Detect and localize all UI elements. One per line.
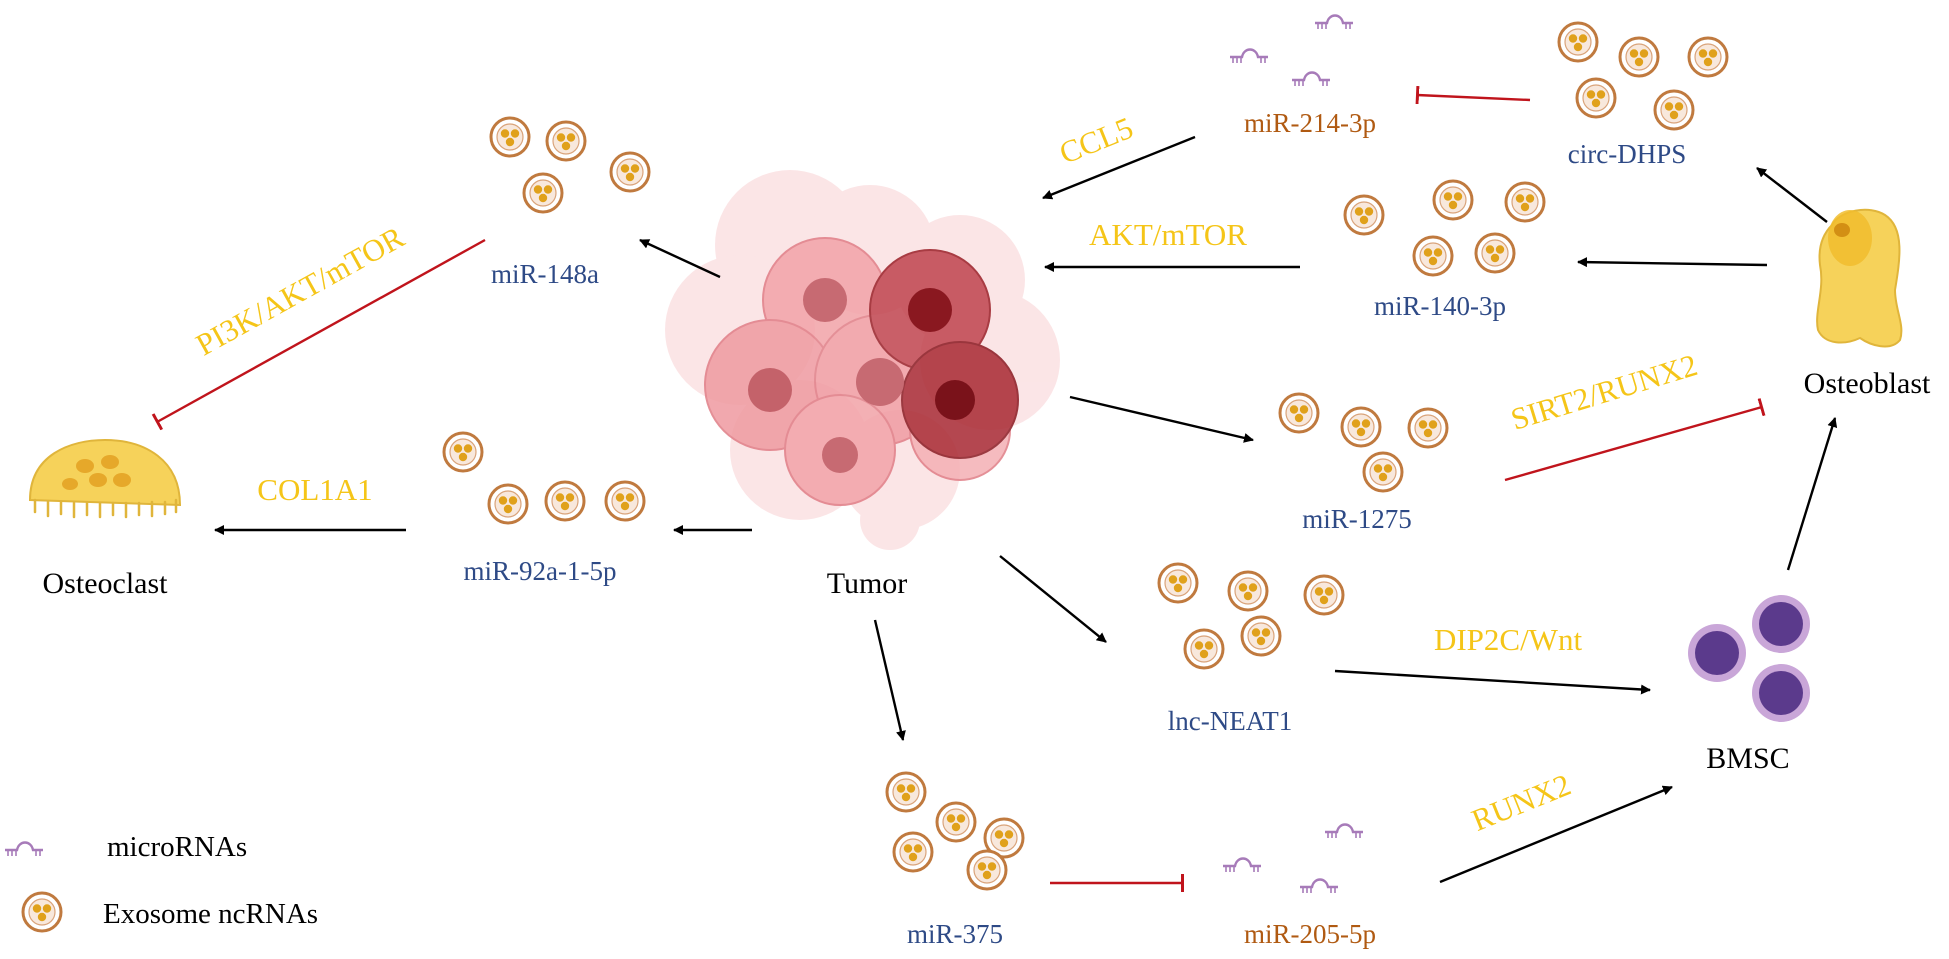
- exosomes-mir-140: [1343, 179, 1546, 277]
- osteoblast-cell: [1816, 208, 1903, 348]
- pathway-ccl5-label: CCL5: [1054, 110, 1137, 171]
- bmsc-label: BMSC: [1706, 742, 1789, 775]
- legend-microrna-icon: [3, 841, 45, 858]
- inhibition-lines: [151, 85, 1766, 892]
- pathway-akt-mtor-label: AKT/mTOR: [1089, 217, 1247, 252]
- mir-375-label: miR-375: [907, 919, 1003, 949]
- pathway-sirt2-label: SIRT2/RUNX2: [1507, 347, 1702, 437]
- tumor-label: Tumor: [827, 567, 908, 600]
- osteoclast-label: Osteoclast: [43, 567, 169, 600]
- mir-214-label: miR-214-3p: [1244, 108, 1376, 138]
- pathway-dip2c-label: DIP2C/Wnt: [1434, 622, 1583, 657]
- micrornas-mir-205: [1221, 823, 1365, 895]
- circ-dhps-label: circ-DHPS: [1568, 139, 1686, 169]
- lnc-neat1-label: lnc-NEAT1: [1168, 706, 1292, 736]
- mir-205-label: miR-205-5p: [1244, 919, 1376, 949]
- osteoblast-label: Osteoblast: [1804, 367, 1931, 400]
- arrows: [214, 135, 1838, 884]
- legend-micrornas-label: microRNAs: [107, 831, 247, 863]
- tumor-cluster: [665, 170, 1060, 550]
- legend-exosome-label: Exosome ncRNAs: [103, 898, 318, 930]
- exosomes-mir-92a: [442, 431, 646, 525]
- pathway-pi3k-label: PI3K/AKT/mTOR: [190, 219, 410, 362]
- bmsc-cells: [1688, 595, 1810, 722]
- mir-92a-label: miR-92a-1-5p: [464, 556, 617, 586]
- pathway-col1a1-label: COL1A1: [257, 472, 372, 507]
- exosomes-mir-1275: [1278, 392, 1449, 493]
- micrornas-mir-214: [1228, 14, 1355, 88]
- exosomes-mir-148a: [489, 116, 651, 214]
- exosomes-circ-dhps: [1557, 21, 1729, 131]
- exosomes-mir-375: [885, 771, 1025, 891]
- mir-1275-label: miR-1275: [1302, 504, 1412, 534]
- osteoclast-cell: [28, 438, 182, 519]
- mir-148a-label: miR-148a: [491, 259, 599, 289]
- legend-exosome-icon: [21, 891, 63, 933]
- pathway-runx2-label: RUNX2: [1467, 767, 1576, 838]
- mir-140-label: miR-140-3p: [1374, 291, 1506, 321]
- exosomes-lnc-neat1: [1157, 562, 1345, 670]
